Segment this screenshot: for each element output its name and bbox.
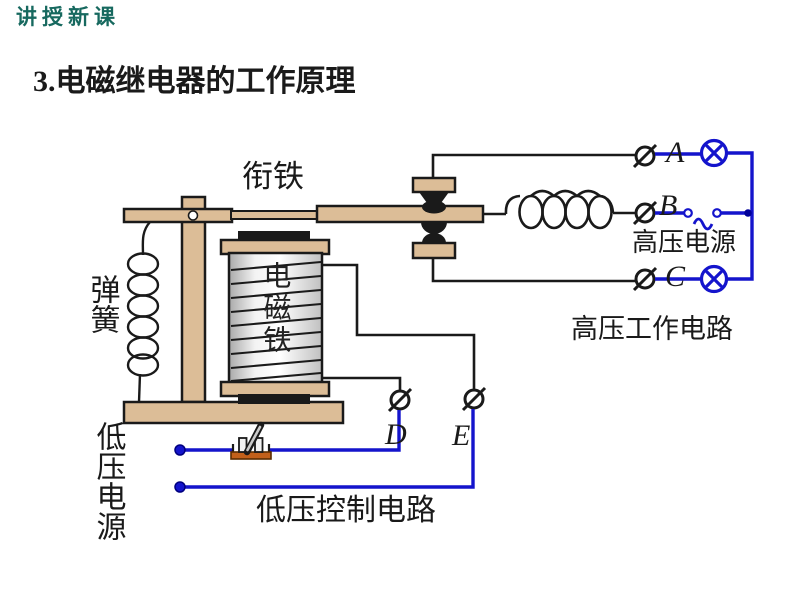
terminal-b-label: B [659, 189, 678, 222]
lamp-c-icon [699, 264, 729, 294]
terminal-d-icon [387, 387, 413, 413]
ac-source-icon [683, 208, 722, 231]
lv-terminal-dot-bottom [174, 481, 186, 493]
junction-dot [744, 209, 752, 217]
low-voltage-circuit-label: 低压控制电路 [256, 494, 436, 527]
blue-wires [180, 151, 754, 489]
high-voltage-source-label: 高压电源 [632, 228, 737, 257]
terminal-e-icon [461, 386, 487, 412]
page-title: 3.电磁继电器的工作原理 [33, 65, 356, 98]
lower-contact [411, 222, 457, 260]
knife-switch-icon [230, 421, 272, 460]
lamp-a-icon [699, 138, 729, 168]
black-wires [322, 153, 636, 390]
terminal-c-label: C [665, 260, 686, 293]
high-voltage-circuit-label: 高压工作电路 [571, 314, 733, 344]
lv-terminal-dot-top [174, 444, 186, 456]
terminal-a-icon [632, 143, 658, 169]
section-header: 讲授新课 [16, 6, 120, 29]
spring-label: 弹簧 [85, 274, 119, 334]
upper-contact [411, 176, 457, 214]
pivot-pin [187, 210, 199, 221]
spring-icon [126, 221, 160, 403]
inductor-icon [504, 189, 615, 230]
low-voltage-source-label: 低压电源 [91, 421, 125, 541]
terminal-c-icon [632, 266, 658, 292]
terminal-b-icon [632, 200, 658, 226]
terminal-a-label: A [666, 136, 685, 169]
electromagnet-body [219, 231, 331, 404]
electromagnet-label: 电磁铁 [259, 261, 291, 357]
terminal-d-label: D [385, 418, 407, 451]
terminal-e-label: E [452, 419, 471, 452]
relay-frame [122, 195, 485, 425]
armature-label: 衔铁 [242, 159, 304, 194]
